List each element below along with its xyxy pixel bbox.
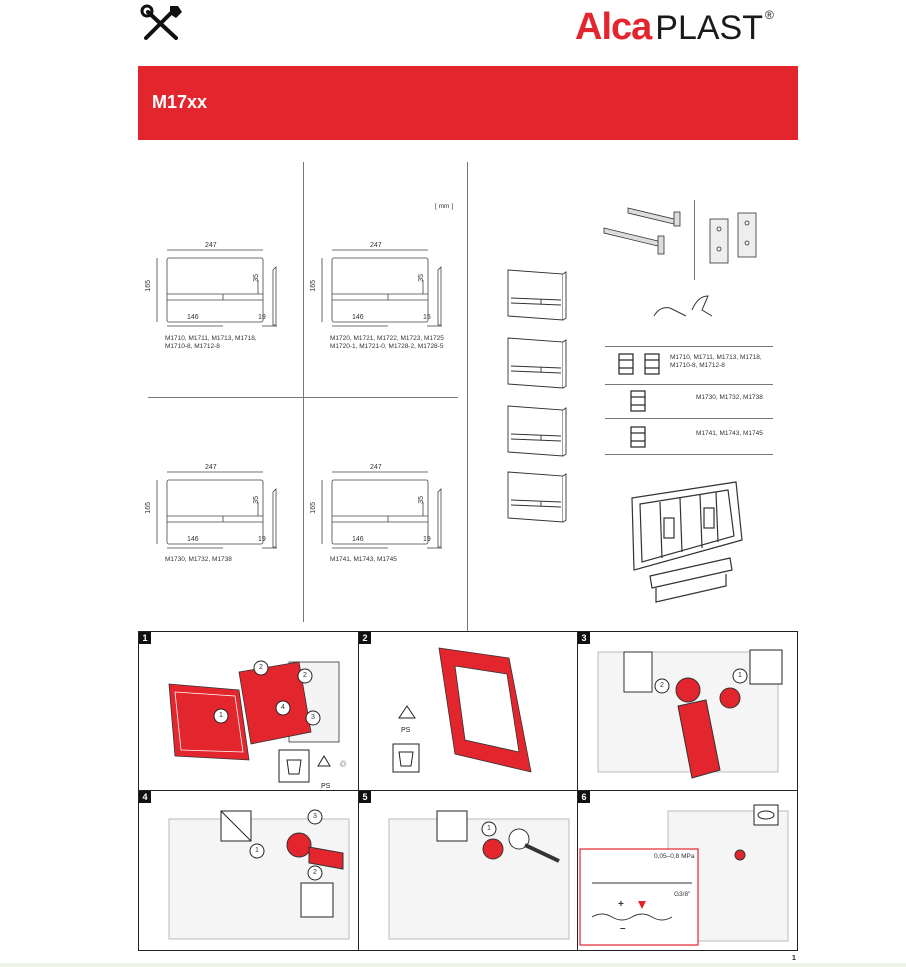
model-line: M1710, M1711, M1713, M1718, xyxy=(165,335,257,342)
page-number: 1 xyxy=(792,955,796,962)
model-line: M1730, M1732, M1738 xyxy=(165,556,232,563)
dim-button: 35 xyxy=(253,274,260,282)
pressure-label: 0,05–0,8 MPa xyxy=(654,853,695,860)
dimension-drawing: 247 165 35 146 15 M1720, M1721, M1722, M… xyxy=(310,240,460,355)
divider xyxy=(694,200,695,280)
divider xyxy=(148,397,458,398)
holder-icon xyxy=(615,350,667,383)
title-banner: M17xx xyxy=(138,66,798,140)
flush-plate-perspective xyxy=(505,404,567,463)
divider xyxy=(605,454,773,455)
dim-width: 247 xyxy=(370,242,382,249)
accessory-models: M1710, M1711, M1713, M1718, xyxy=(670,354,762,361)
holder-icon xyxy=(627,388,651,419)
divider xyxy=(605,346,773,347)
dim-depth: 19 xyxy=(258,314,266,321)
brand-registered: ® xyxy=(765,8,774,22)
page-title: M17xx xyxy=(152,92,208,112)
step-number: 2 xyxy=(359,632,371,644)
step-3-panel: 3 1 2 xyxy=(577,631,798,791)
callout: 4 xyxy=(281,704,285,711)
callout: 2 xyxy=(259,664,263,671)
wrench-screwdriver-icon xyxy=(140,4,184,44)
callout: 1 xyxy=(219,712,223,719)
step-5-panel: 5 1 xyxy=(358,790,578,951)
step-number: 6 xyxy=(578,791,590,803)
dim-button: 35 xyxy=(418,274,425,282)
flush-plate-perspective xyxy=(505,336,567,395)
bottom-strip xyxy=(0,963,906,967)
callout: 2 xyxy=(313,869,317,876)
svg-text:♲: ♲ xyxy=(339,759,347,769)
step-number: 3 xyxy=(578,632,590,644)
dim-button: 35 xyxy=(418,496,425,504)
mounting-bracket-icon xyxy=(704,205,766,272)
step-1-panel: 1 ♲ PS 1 2 2 3 4 xyxy=(138,631,359,791)
divider xyxy=(605,418,773,419)
model-line: M1741, M1743, M1745 xyxy=(330,556,397,563)
step-4-panel: 4 1 2 3 xyxy=(138,790,359,951)
step-number: 1 xyxy=(139,632,151,644)
thread-label: G3/8" xyxy=(674,891,691,898)
step-number: 4 xyxy=(139,791,151,803)
dim-height: 165 xyxy=(145,502,152,514)
dimension-drawing: 247 165 35 146 19 M1730, M1732, M1738 xyxy=(145,462,295,567)
accessory-models: M1710-8, M1712-8 xyxy=(670,362,725,369)
accessory-models: M1730, M1732, M1738 xyxy=(696,394,763,401)
callout: 1 xyxy=(487,825,491,832)
plus-label: + xyxy=(618,899,624,910)
units-label: [ mm ] xyxy=(435,203,454,210)
dimension-drawing: 247 165 35 146 19 M1741, M1743, M1745 xyxy=(310,462,460,567)
flush-plate-perspective xyxy=(505,470,567,529)
accessory-models: M1741, M1743, M1745 xyxy=(696,430,763,437)
brand-name-black: PLAST xyxy=(655,9,763,47)
callout: 3 xyxy=(311,714,315,721)
model-line: M1720-1, M1721-0, M1728-2, M1728-5 xyxy=(330,343,444,350)
divider xyxy=(467,162,468,632)
dim-split: 146 xyxy=(352,536,364,543)
step-number: 5 xyxy=(359,791,371,803)
callout: 3 xyxy=(313,813,317,820)
dim-height: 165 xyxy=(310,280,317,292)
dim-depth: 15 xyxy=(423,314,431,321)
installation-frame xyxy=(620,478,750,613)
dim-split: 146 xyxy=(187,314,199,321)
mounting-rods-icon xyxy=(598,198,690,265)
callout: 2 xyxy=(303,672,307,679)
holder-icon xyxy=(627,424,651,455)
dim-height: 165 xyxy=(145,280,152,292)
callout: 1 xyxy=(738,672,742,679)
dim-width: 247 xyxy=(370,464,382,471)
step-2-panel: 2 PS xyxy=(358,631,578,791)
svg-text:PS: PS xyxy=(321,783,331,790)
dim-depth: 19 xyxy=(258,536,266,543)
dim-split: 146 xyxy=(352,314,364,321)
divider xyxy=(303,162,304,622)
dim-width: 247 xyxy=(205,464,217,471)
minus-label: – xyxy=(620,923,626,934)
svg-text:PS: PS xyxy=(401,727,411,734)
flush-plate-perspective xyxy=(505,268,567,327)
dim-button: 35 xyxy=(253,496,260,504)
dim-width: 247 xyxy=(205,242,217,249)
dim-depth: 19 xyxy=(423,536,431,543)
dim-height: 165 xyxy=(310,502,317,514)
model-line: M1720, M1721, M1722, M1723, M1725 xyxy=(330,335,444,342)
step-6-panel: 6 0,05–0,8 MPa G3/8" + – xyxy=(577,790,798,951)
dimension-drawing: 247 165 35 146 19 M1710, M1711, M1713, M… xyxy=(145,240,295,355)
divider xyxy=(605,384,773,385)
steps-bottom-border xyxy=(138,950,798,951)
brand-name-red: Alca xyxy=(575,6,652,48)
callout: 1 xyxy=(255,847,259,854)
callout: 2 xyxy=(660,682,664,689)
dim-split: 146 xyxy=(187,536,199,543)
clip-icon xyxy=(648,290,718,335)
model-line: M1710-8, M1712-8 xyxy=(165,343,220,350)
